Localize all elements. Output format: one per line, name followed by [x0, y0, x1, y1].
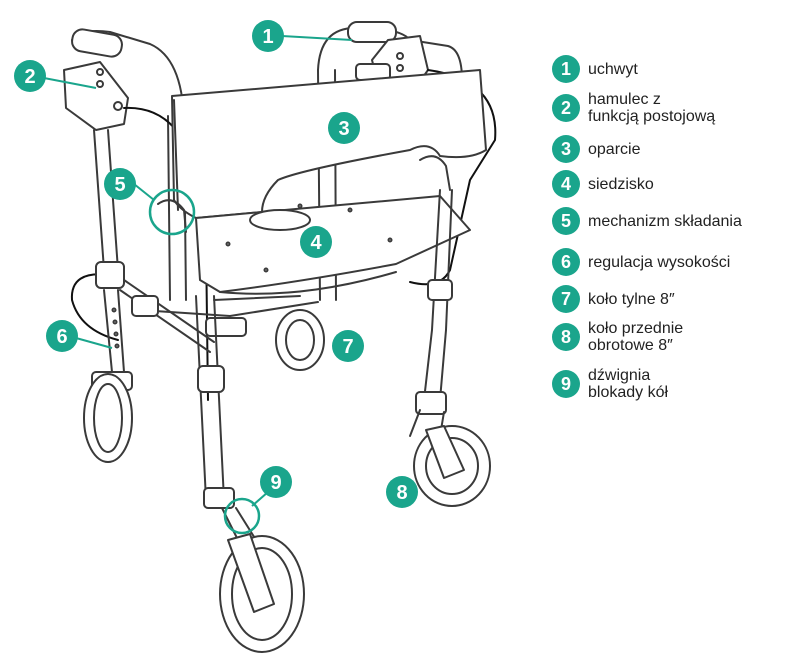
legend-item-9: 9 dźwignia blokady kół — [552, 367, 668, 401]
handle-grip-right — [347, 21, 397, 43]
marker-circle-2 — [14, 60, 46, 92]
marker-circle-7 — [332, 330, 364, 362]
legend-label-1: uchwyt — [588, 60, 638, 78]
highlight-ring-5 — [148, 188, 196, 236]
marker-circle-9 — [260, 466, 292, 498]
legend-item-7: 7 koło tylne 8″ — [552, 285, 675, 313]
marker-number-6: 6 — [56, 326, 67, 348]
legend-label-6: regulacja wysokości — [588, 253, 731, 271]
legend-badge-2: 2 — [552, 94, 580, 122]
marker-number-2: 2 — [24, 66, 35, 88]
legend-item-1: 1 uchwyt — [552, 55, 638, 83]
far-right-leg — [423, 189, 453, 401]
legend-badge-6: 6 — [552, 248, 580, 276]
marker-9: 9 — [260, 466, 292, 498]
legend-label-9: dźwignia blokady kół — [588, 367, 669, 401]
leader-2 — [43, 77, 97, 89]
marker-number-3: 3 — [338, 118, 349, 140]
marker-6: 6 — [46, 320, 78, 352]
rear-right-wheel — [275, 309, 325, 371]
legend-item-8: 8 koło przednie obrotowe 8″ — [552, 320, 683, 354]
brake-cable-lower — [70, 273, 119, 341]
marker-circle-8 — [386, 476, 418, 508]
legend-badge-7: 7 — [552, 285, 580, 313]
legend-badge-8: 8 — [552, 323, 580, 351]
legend-label-2: hamulec z funkcją postojową — [588, 91, 716, 125]
marker-3: 3 — [328, 112, 360, 144]
marker-circle-4 — [300, 226, 332, 258]
highlight-ring-9 — [223, 497, 261, 535]
handle-grip-left — [71, 28, 123, 58]
marker-4: 4 — [300, 226, 332, 258]
leader-1 — [281, 35, 353, 41]
legend-item-3: 3 oparcie — [552, 135, 640, 163]
marker-number-5: 5 — [114, 174, 125, 196]
marker-circle-6 — [46, 320, 78, 352]
front-left-leg — [195, 295, 225, 501]
marker-5: 5 — [104, 168, 136, 200]
legend-label-8: koło przednie obrotowe 8″ — [588, 320, 684, 354]
marker-circle-5 — [104, 168, 136, 200]
marker-number-9: 9 — [270, 472, 281, 494]
legend-badge-4: 4 — [552, 170, 580, 198]
brake-housing-left — [63, 61, 129, 131]
backrest — [171, 69, 487, 219]
folding-hook-left — [157, 199, 187, 233]
leader-6 — [75, 337, 113, 349]
marker-number-8: 8 — [396, 482, 407, 504]
leader-9 — [251, 491, 269, 507]
legend-item-5: 5 mechanizm składania — [552, 207, 742, 235]
rear-left-leg — [93, 129, 119, 271]
marker-2: 2 — [14, 60, 46, 92]
legend-badge-3: 3 — [552, 135, 580, 163]
rear-left-wheel — [83, 373, 133, 463]
leader-5 — [133, 183, 155, 201]
legend-badge-1: 1 — [552, 55, 580, 83]
legend-label-3: oparcie — [588, 140, 641, 158]
marker-circle-3 — [328, 112, 360, 144]
legend-label-5: mechanizm składania — [588, 212, 742, 230]
legend-label-4: siedzisko — [588, 175, 654, 193]
marker-number-7: 7 — [342, 336, 353, 358]
marker-number-1: 1 — [262, 26, 273, 48]
front-left-handle-inner — [167, 115, 171, 301]
marker-circle-1 — [252, 20, 284, 52]
legend-item-2: 2 hamulec z funkcją postojową — [552, 91, 715, 125]
legend-badge-5: 5 — [552, 207, 580, 235]
legend-item-4: 4 siedzisko — [552, 170, 654, 198]
folding-hook-right — [419, 155, 451, 191]
marker-1: 1 — [252, 20, 284, 52]
legend-badge-9: 9 — [552, 370, 580, 398]
marker-number-4: 4 — [310, 232, 322, 254]
legend-item-6: 6 regulacja wysokości — [552, 248, 730, 276]
marker-8: 8 — [386, 476, 418, 508]
legend-label-7: koło tylne 8″ — [588, 290, 675, 308]
marker-7: 7 — [332, 330, 364, 362]
